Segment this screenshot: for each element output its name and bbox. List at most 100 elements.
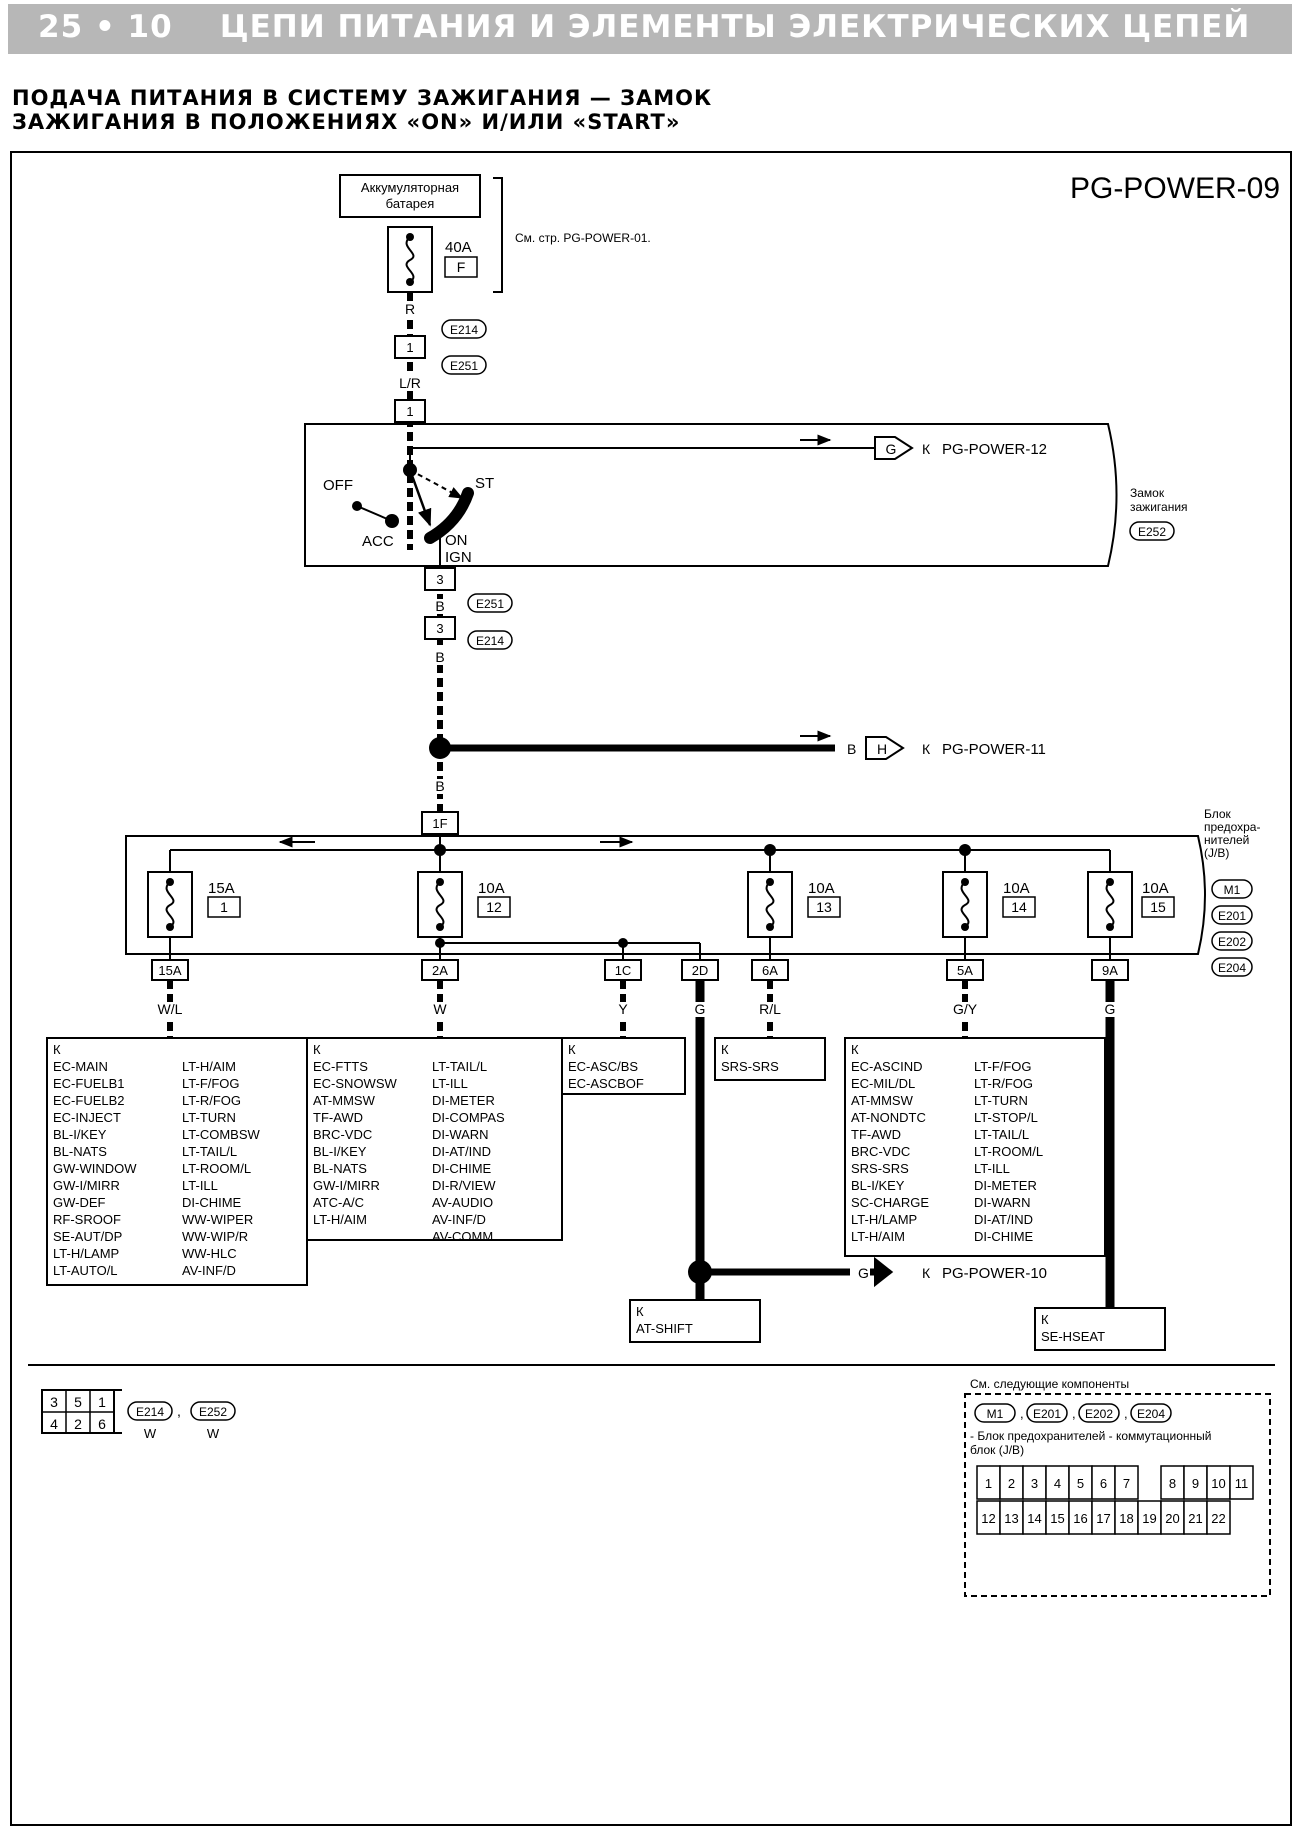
load-item: DI-CHIME — [432, 1161, 492, 1176]
load-item: DI-WARN — [974, 1195, 1031, 1210]
load-item: DI-CHIME — [974, 1229, 1034, 1244]
connector-face-view: 3 5 1 4 2 6 E214 W , E252 W — [41, 1389, 236, 1441]
jb-terminal-number: 6 — [1100, 1476, 1107, 1491]
load-item: LT-ILL — [974, 1161, 1010, 1176]
pin-1a: 1 — [406, 340, 413, 355]
ign-acc: ACC — [362, 533, 394, 550]
jb-terminal-cell — [1206, 1500, 1231, 1535]
conn-e251-b: E251 — [476, 597, 504, 611]
load-item: AT-MMSW — [851, 1093, 914, 1108]
jb-terminal-number: 5 — [1077, 1476, 1084, 1491]
cv-cell-6: 6 — [98, 1416, 106, 1432]
jb-terminal-number: 4 — [1054, 1476, 1061, 1491]
fuse-block-title-3: нителей — [1204, 833, 1249, 847]
pin-2a: 2A — [432, 963, 448, 978]
load-item: LT-STOP/L — [974, 1110, 1038, 1125]
offpage-h-to: К — [922, 741, 931, 757]
load-item: DI-R/VIEW — [432, 1178, 496, 1193]
load-box-7 — [1034, 1307, 1166, 1351]
load-item: LT-COMBSW — [182, 1127, 260, 1142]
load-box-3 — [561, 1037, 686, 1095]
load-item: EC-MAIN — [53, 1059, 108, 1074]
load-item: BRC-VDC — [851, 1144, 910, 1159]
wire-w-label: W — [433, 1001, 447, 1017]
wire-g2-label: G — [1105, 1001, 1116, 1017]
wire-b2-label: B — [435, 649, 444, 665]
load-item: EC-FUELB1 — [53, 1076, 125, 1091]
load-box-6 — [629, 1299, 761, 1343]
page-number: 25 — [38, 9, 84, 45]
fuse-13-rating: 10A — [808, 880, 835, 897]
load-item: SRS-SRS — [721, 1059, 779, 1074]
jb-terminal-number: 11 — [1235, 1476, 1249, 1491]
wire-g-arrow-label: G — [858, 1265, 869, 1281]
load-item: LT-H/AIM — [313, 1212, 367, 1227]
wire-wl-label: W/L — [158, 1001, 183, 1017]
jb-terminal-number: 17 — [1096, 1511, 1110, 1526]
wire-b-arrow-label: B — [847, 741, 856, 757]
chapter-title: ЦЕПИ ПИТАНИЯ И ЭЛЕМЕНТЫ ЭЛЕКТРИЧЕСКИХ ЦЕ… — [219, 9, 1251, 45]
diagram-frame — [10, 151, 1292, 1826]
load-item: LT-TURN — [182, 1110, 236, 1125]
fuse-40a: 40A F — [387, 226, 478, 293]
load-item: LT-H/AIM — [182, 1059, 236, 1074]
load-item: LT-AUTO/L — [53, 1263, 118, 1278]
load-item: LT-ILL — [432, 1076, 468, 1091]
load-item: SRS-SRS — [851, 1161, 909, 1176]
ign-st: ST — [475, 475, 494, 492]
svg-text:,: , — [1020, 1406, 1024, 1421]
load-item: GW-WINDOW — [53, 1161, 137, 1176]
jb-terminal-number: 16 — [1073, 1511, 1087, 1526]
ign-title-2: зажигания — [1130, 500, 1188, 514]
load-item: AT-MMSW — [313, 1093, 376, 1108]
cv-conn2: E252 — [199, 1405, 227, 1419]
fuse-15-rating: 10A — [1142, 880, 1169, 897]
pin-15a: 15A — [158, 963, 181, 978]
load-item: EC-ASCBOF — [568, 1076, 644, 1091]
load-item: GW-DEF — [53, 1195, 106, 1210]
load-item: WW-WIPER — [182, 1212, 253, 1227]
load-item: EC-FUELB2 — [53, 1093, 125, 1108]
jb-terminal-number: 7 — [1123, 1476, 1130, 1491]
load-item: LT-R/FOG — [974, 1076, 1033, 1091]
cv-conn1-color: W — [144, 1426, 157, 1441]
conn-e252: E252 — [1138, 525, 1166, 539]
load-item: RF-SROOF — [53, 1212, 121, 1227]
fuse-12-rating: 10A — [478, 880, 505, 897]
load-item: BL-I/KEY — [53, 1127, 107, 1142]
jb-terminal-number: 20 — [1165, 1511, 1179, 1526]
jb-terminal-number: 10 — [1211, 1476, 1225, 1491]
wiring-diagram: PG-POWER-09 Аккумуляторная батарея См. с… — [10, 151, 1292, 1826]
header-text: 25 • 10 ЦЕПИ ПИТАНИЯ И ЭЛЕМЕНТЫ ЭЛЕКТРИЧ… — [38, 9, 1250, 45]
page-header: 25 • 10 ЦЕПИ ПИТАНИЯ И ЭЛЕМЕНТЫ ЭЛЕКТРИЧ… — [8, 4, 1292, 54]
wire-r-label: R — [405, 301, 415, 317]
load-item: LT-TAIL/L — [432, 1059, 487, 1074]
load-item: SE-AUT/DP — [53, 1229, 122, 1244]
load-item: DI-AT/IND — [974, 1212, 1033, 1227]
pin-3a: 3 — [436, 572, 443, 587]
load-box-title: К — [721, 1042, 729, 1057]
svg-text:,: , — [1124, 1406, 1128, 1421]
load-box-4-text: К SRS-SRS — [721, 1042, 779, 1074]
fuse-1-rating: 15A — [208, 880, 235, 897]
load-item: LT-ROOM/L — [182, 1161, 251, 1176]
load-item: EC-ASC/BS — [568, 1059, 638, 1074]
battery-label-1: Аккумуляторная — [361, 180, 459, 195]
load-item: LT-TAIL/L — [182, 1144, 237, 1159]
cv-cell-2: 5 — [74, 1394, 82, 1410]
fuse-12-number: 12 — [486, 899, 502, 915]
chapter-number: 10 — [127, 9, 173, 45]
load-item: EC-FTTS — [313, 1059, 368, 1074]
offpage-g-target: PG-POWER-12 — [942, 441, 1047, 458]
load-item: LT-ILL — [182, 1178, 218, 1193]
load-item: AV-INF/D — [182, 1263, 236, 1278]
load-item: AV-COMM — [432, 1229, 493, 1244]
load-box-title: К — [1041, 1312, 1049, 1327]
load-item: BL-I/KEY — [313, 1144, 367, 1159]
fuse-block-conn-e201: E201 — [1218, 909, 1246, 923]
load-item: LT-ROOM/L — [974, 1144, 1043, 1159]
jb-terminal-number: 13 — [1004, 1511, 1018, 1526]
fuse-block-title-4: (J/B) — [1204, 846, 1229, 860]
load-box-title: К — [313, 1042, 321, 1057]
